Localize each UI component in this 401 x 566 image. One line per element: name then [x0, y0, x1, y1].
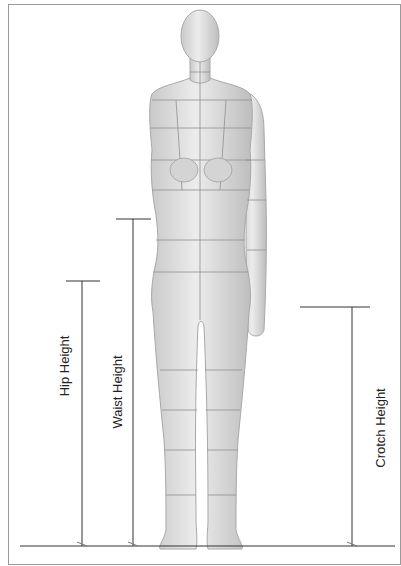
- frame: [9, 5, 401, 565]
- dimension-label: Crotch Height: [374, 388, 387, 467]
- dimension-label: Hip Height: [58, 336, 71, 397]
- dimension-lines: [20, 219, 395, 546]
- dimension-label: Waist Height: [111, 355, 124, 428]
